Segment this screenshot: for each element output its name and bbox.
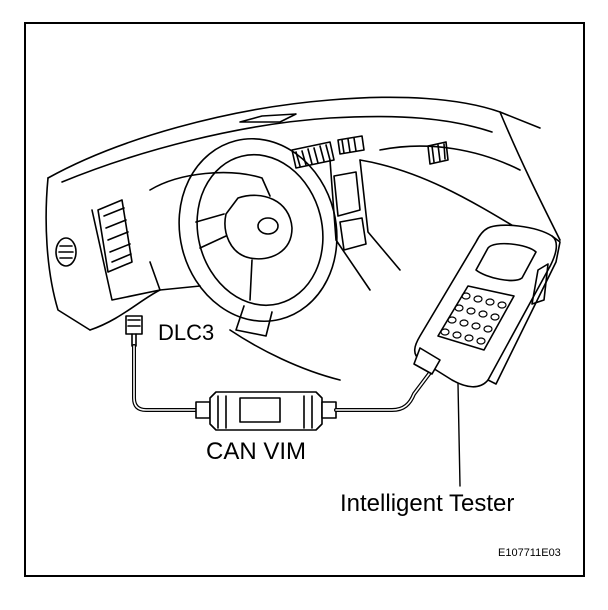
label-can-vim: CAN VIM (206, 438, 307, 465)
dlc3-cable (132, 344, 198, 412)
label-intelligent-tester: Intelligent Tester (340, 490, 515, 517)
center-air-vents (291, 135, 365, 169)
tester-keys (440, 292, 507, 345)
center-display (333, 171, 367, 251)
floor-line (229, 329, 341, 381)
right-air-vent (427, 141, 449, 165)
steering-column (235, 305, 273, 337)
steering-wheel (178, 137, 338, 337)
left-air-vent (97, 199, 133, 273)
knee-panel (91, 209, 161, 301)
tester-screen (475, 242, 537, 282)
tester-cable-inner (335, 369, 433, 411)
right-pillar (499, 111, 561, 241)
tester-leader-line (457, 383, 461, 487)
can-vim-module (195, 391, 337, 431)
console-left (329, 159, 371, 291)
tester-body (413, 224, 558, 388)
dashboard-defroster (239, 113, 297, 123)
dashboard-upper-edge (61, 115, 493, 183)
side-vent-round (55, 237, 77, 267)
dashboard (45, 96, 561, 381)
tester-connector (413, 347, 441, 375)
tester-side (487, 235, 561, 385)
console-right (359, 159, 401, 271)
figure-code: E107711E03 (498, 547, 561, 559)
instrument-cluster (149, 171, 271, 197)
dashboard-top-edge (47, 96, 541, 179)
right-dash-edge (359, 159, 521, 231)
dlc3-connector (125, 315, 143, 347)
dlc3-cable-inner (133, 345, 197, 411)
glovebox-line (379, 145, 521, 171)
intelligent-tester (413, 224, 561, 388)
dashboard-left-end (45, 177, 91, 331)
label-dlc3: DLC3 (158, 320, 215, 345)
tester-side-panel (531, 263, 549, 305)
steering-hub (224, 194, 293, 260)
